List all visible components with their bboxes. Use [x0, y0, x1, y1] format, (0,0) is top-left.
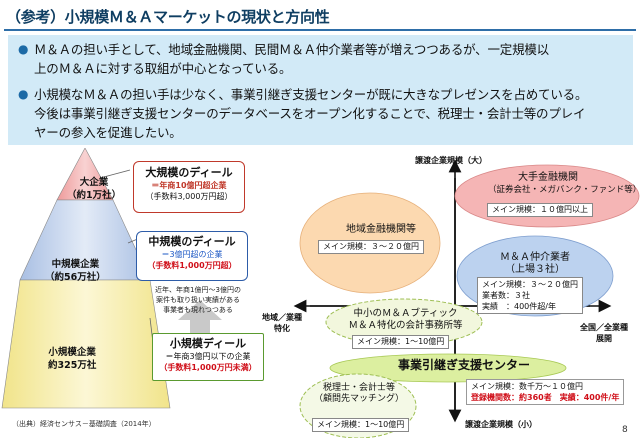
bullet-dot-icon: ●: [18, 42, 29, 56]
label-center: 事業引継ぎ支援センター: [397, 358, 530, 372]
axis-label-bottom: 譲渡企業規模（小）: [465, 420, 537, 429]
label-tax: 税理士・会計士等 （顧問先マッチング）: [313, 383, 404, 404]
scale-intermediary: メイン規模：３～２０億円 業者数：３社 実績 ：400件超/年: [477, 277, 583, 314]
bullet-dot-icon: ●: [18, 87, 29, 101]
summary-box: ● Ｍ＆Ａの担い手として、地域金融機関、民間Ｍ＆Ａ仲介業者等が増えつつあるが、一…: [8, 35, 633, 145]
bullet-2: ● 小規模なＭ＆Ａの担い手は少なく、事業引継ぎ支援センターが既に大きなプレゼンス…: [18, 85, 628, 142]
label-big-financial: 大手金融機関 （証券会社・メガバンク・ファンド等）: [488, 172, 640, 195]
callout-medium-deal: 中規模のディール ＝3億円超の企業 （手数料1,000万円超）: [136, 231, 248, 281]
bullet-2-line-2: 今後は事業引継ぎ支援センターのデータベースをオープン化することで、税理士・会計士…: [34, 106, 586, 121]
scale-regional: メイン規模：３～２０億円: [318, 240, 424, 254]
scale-big-financial: メイン規模：１０億円以上: [487, 203, 593, 217]
title-underline: [4, 29, 636, 31]
pyramid-tier-small: [1, 279, 171, 409]
bullet-2-line-3: ヤーの参入を促進したい。: [34, 125, 182, 140]
axis-label-top: 譲渡企業規模（大）: [415, 156, 487, 165]
scale-boutique: メイン規模：1～10億円: [352, 335, 450, 349]
company-pyramid: [1, 148, 222, 409]
ellipse-center: [329, 353, 567, 383]
bullet-1-line-2: 上のＭ＆Ａに対する取組が中心となっている。: [34, 61, 292, 76]
tier-label-small: 小規模企業 約325万社: [48, 347, 97, 371]
page-number: 8: [622, 425, 628, 435]
page-title: （参考）小規模Ｍ＆Ａマーケットの現状と方向性: [6, 8, 330, 26]
callout-note: 近年、年商1億円～3億円の 案件も取り扱い実績がある 事業者も現れつつある: [155, 286, 241, 314]
callout-small-deal: 小規模ディール ＝年商3億円以下の企業 （手数料1,000万円未満）: [152, 333, 264, 381]
scale-center: メイン規模：数千万～１０億円 登録機関数：約360者 実績：400件/年: [466, 379, 625, 405]
label-regional: 地域金融機関等: [346, 224, 416, 235]
label-boutique: 中小のＭ＆Ａブティック Ｍ＆Ａ特化の会計事務所等: [348, 308, 463, 331]
up-arrow-icon: [178, 300, 222, 348]
callout-large-deal: 大規模のディール ＝年商10億円超企業 （手数料3,000万円超）: [133, 161, 245, 213]
source-note: （出典）経済センサス－基礎調査（2014年）: [12, 420, 156, 428]
scale-tax: メイン規模：1～10億円: [312, 418, 410, 432]
bullet-1: ● Ｍ＆Ａの担い手として、地域金融機関、民間Ｍ＆Ａ仲介業者等が増えつつあるが、一…: [18, 40, 628, 78]
tier-label-large: 大企業 （約1万社）: [67, 177, 122, 201]
bullet-2-line-1: 小規模なＭ＆Ａの担い手は少なく、事業引継ぎ支援センターが既に大きなプレゼンスを占…: [34, 87, 588, 102]
tier-label-medium: 中規模企業 （約56万社）: [45, 259, 106, 283]
axis-label-right: 全国／全業種 展開: [580, 323, 628, 343]
label-intermediary: Ｍ＆Ａ仲介業者 （上場３社）: [500, 252, 570, 275]
axis-label-left: 地域／業種 特化: [262, 313, 302, 333]
bullet-1-line-1: Ｍ＆Ａの担い手として、地域金融機関、民間Ｍ＆Ａ仲介業者等が増えつつあるが、一定規…: [34, 42, 549, 57]
